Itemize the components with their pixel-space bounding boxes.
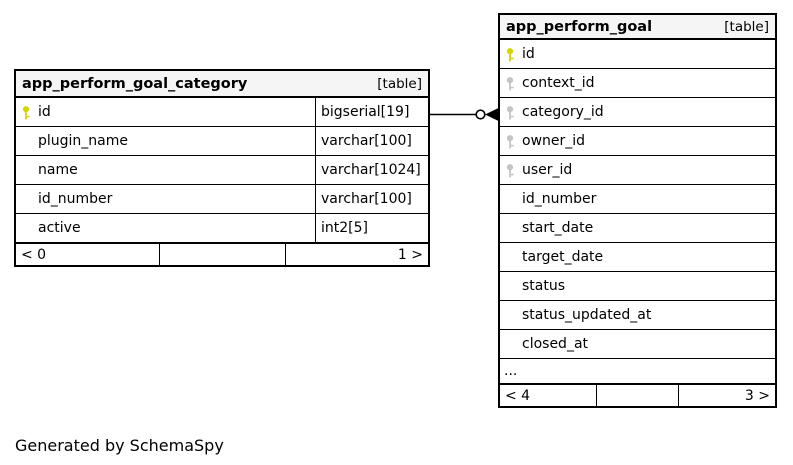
- primary-key-icon: [506, 47, 514, 61]
- table-title: app_perform_goal_category: [22, 75, 248, 92]
- table-header[interactable]: app_perform_goal [table]: [500, 15, 775, 40]
- column-name-cell: id_number: [16, 185, 316, 213]
- column-name: start_date: [522, 220, 594, 236]
- column-name: id: [522, 46, 535, 62]
- column-name: active: [38, 220, 81, 236]
- foreign-key-icon: [506, 105, 514, 119]
- column-name-cell: user_id: [500, 156, 775, 184]
- table-row: name varchar[1024]: [16, 156, 428, 185]
- foreign-key-icon: [506, 134, 514, 148]
- table-type-tag: [table]: [724, 18, 769, 35]
- column-name-cell: id: [16, 98, 316, 126]
- column-name: name: [38, 162, 78, 178]
- relationship-connector: [430, 108, 498, 121]
- footer-spacer: [160, 244, 286, 265]
- column-name: category_id: [522, 104, 604, 120]
- table-row: status: [500, 272, 775, 301]
- column-name: ...: [504, 363, 518, 379]
- column-name-cell: active: [16, 214, 316, 242]
- column-type: varchar[100]: [321, 133, 412, 149]
- column-name: id_number: [38, 191, 113, 207]
- column-name-cell: name: [16, 156, 316, 184]
- footer-spacer: [597, 385, 679, 406]
- table-app_perform_goal[interactable]: app_perform_goal [table] id: [498, 13, 777, 408]
- footer-parents-count: < 4: [500, 385, 597, 406]
- column-name: id: [38, 104, 51, 120]
- column-name-cell: id_number: [500, 185, 775, 213]
- column-name-cell: category_id: [500, 98, 775, 126]
- column-name-cell: context_id: [500, 69, 775, 97]
- column-name-cell: start_date: [500, 214, 775, 242]
- table-row: id_number varchar[100]: [16, 185, 428, 214]
- table-row: id bigserial[19]: [16, 98, 428, 127]
- column-name: status: [522, 278, 566, 294]
- table-row: active int2[5]: [16, 214, 428, 242]
- column-type: bigserial[19]: [321, 104, 410, 120]
- column-name-cell: status: [500, 272, 775, 300]
- table-row: context_id: [500, 69, 775, 98]
- table-type-tag: [table]: [377, 75, 422, 92]
- table-footer: < 0 1 >: [16, 242, 428, 265]
- table-row: id: [500, 40, 775, 69]
- table-row: status_updated_at: [500, 301, 775, 330]
- column-name: id_number: [522, 191, 597, 207]
- column-name: status_updated_at: [522, 307, 652, 323]
- table-row: closed_at: [500, 330, 775, 359]
- table-row: ...: [500, 359, 775, 383]
- table-row: user_id: [500, 156, 775, 185]
- column-name: user_id: [522, 162, 573, 178]
- column-name-cell: owner_id: [500, 127, 775, 155]
- column-list: id context_id: [500, 40, 775, 383]
- column-name-cell: id: [500, 40, 775, 68]
- column-name: target_date: [522, 249, 604, 265]
- column-name-cell: ...: [500, 359, 775, 383]
- footer-children-count: 1 >: [397, 246, 423, 263]
- generator-credit: Generated by SchemaSpy: [15, 436, 224, 455]
- column-name-cell: status_updated_at: [500, 301, 775, 329]
- table-row: id_number: [500, 185, 775, 214]
- column-type: int2[5]: [321, 220, 368, 236]
- column-name: owner_id: [522, 133, 586, 149]
- table-row: category_id: [500, 98, 775, 127]
- foreign-key-icon: [506, 76, 514, 90]
- table-row: plugin_name varchar[100]: [16, 127, 428, 156]
- column-name: context_id: [522, 75, 595, 91]
- primary-key-icon: [22, 105, 30, 119]
- column-name-cell: plugin_name: [16, 127, 316, 155]
- column-name: closed_at: [522, 336, 589, 352]
- table-footer: < 4 3 >: [500, 383, 775, 406]
- table-row: start_date: [500, 214, 775, 243]
- column-name-cell: closed_at: [500, 330, 775, 358]
- footer-parents-count: < 0: [16, 244, 160, 265]
- column-list: id bigserial[19] plugin_name varchar[10: [16, 98, 428, 242]
- foreign-key-icon: [506, 163, 514, 177]
- table-row: owner_id: [500, 127, 775, 156]
- table-header[interactable]: app_perform_goal_category [table]: [16, 71, 428, 98]
- column-type: varchar[1024]: [321, 162, 421, 178]
- column-name: plugin_name: [38, 133, 129, 149]
- column-name-cell: target_date: [500, 243, 775, 271]
- footer-children-count: 3 >: [744, 387, 770, 404]
- connector-arrowhead: [485, 108, 498, 121]
- table-app_perform_goal_category[interactable]: app_perform_goal_category [table] id big…: [14, 69, 430, 267]
- table-title: app_perform_goal: [506, 18, 653, 35]
- connector-circle: [475, 109, 486, 120]
- column-type: varchar[100]: [321, 191, 412, 207]
- table-row: target_date: [500, 243, 775, 272]
